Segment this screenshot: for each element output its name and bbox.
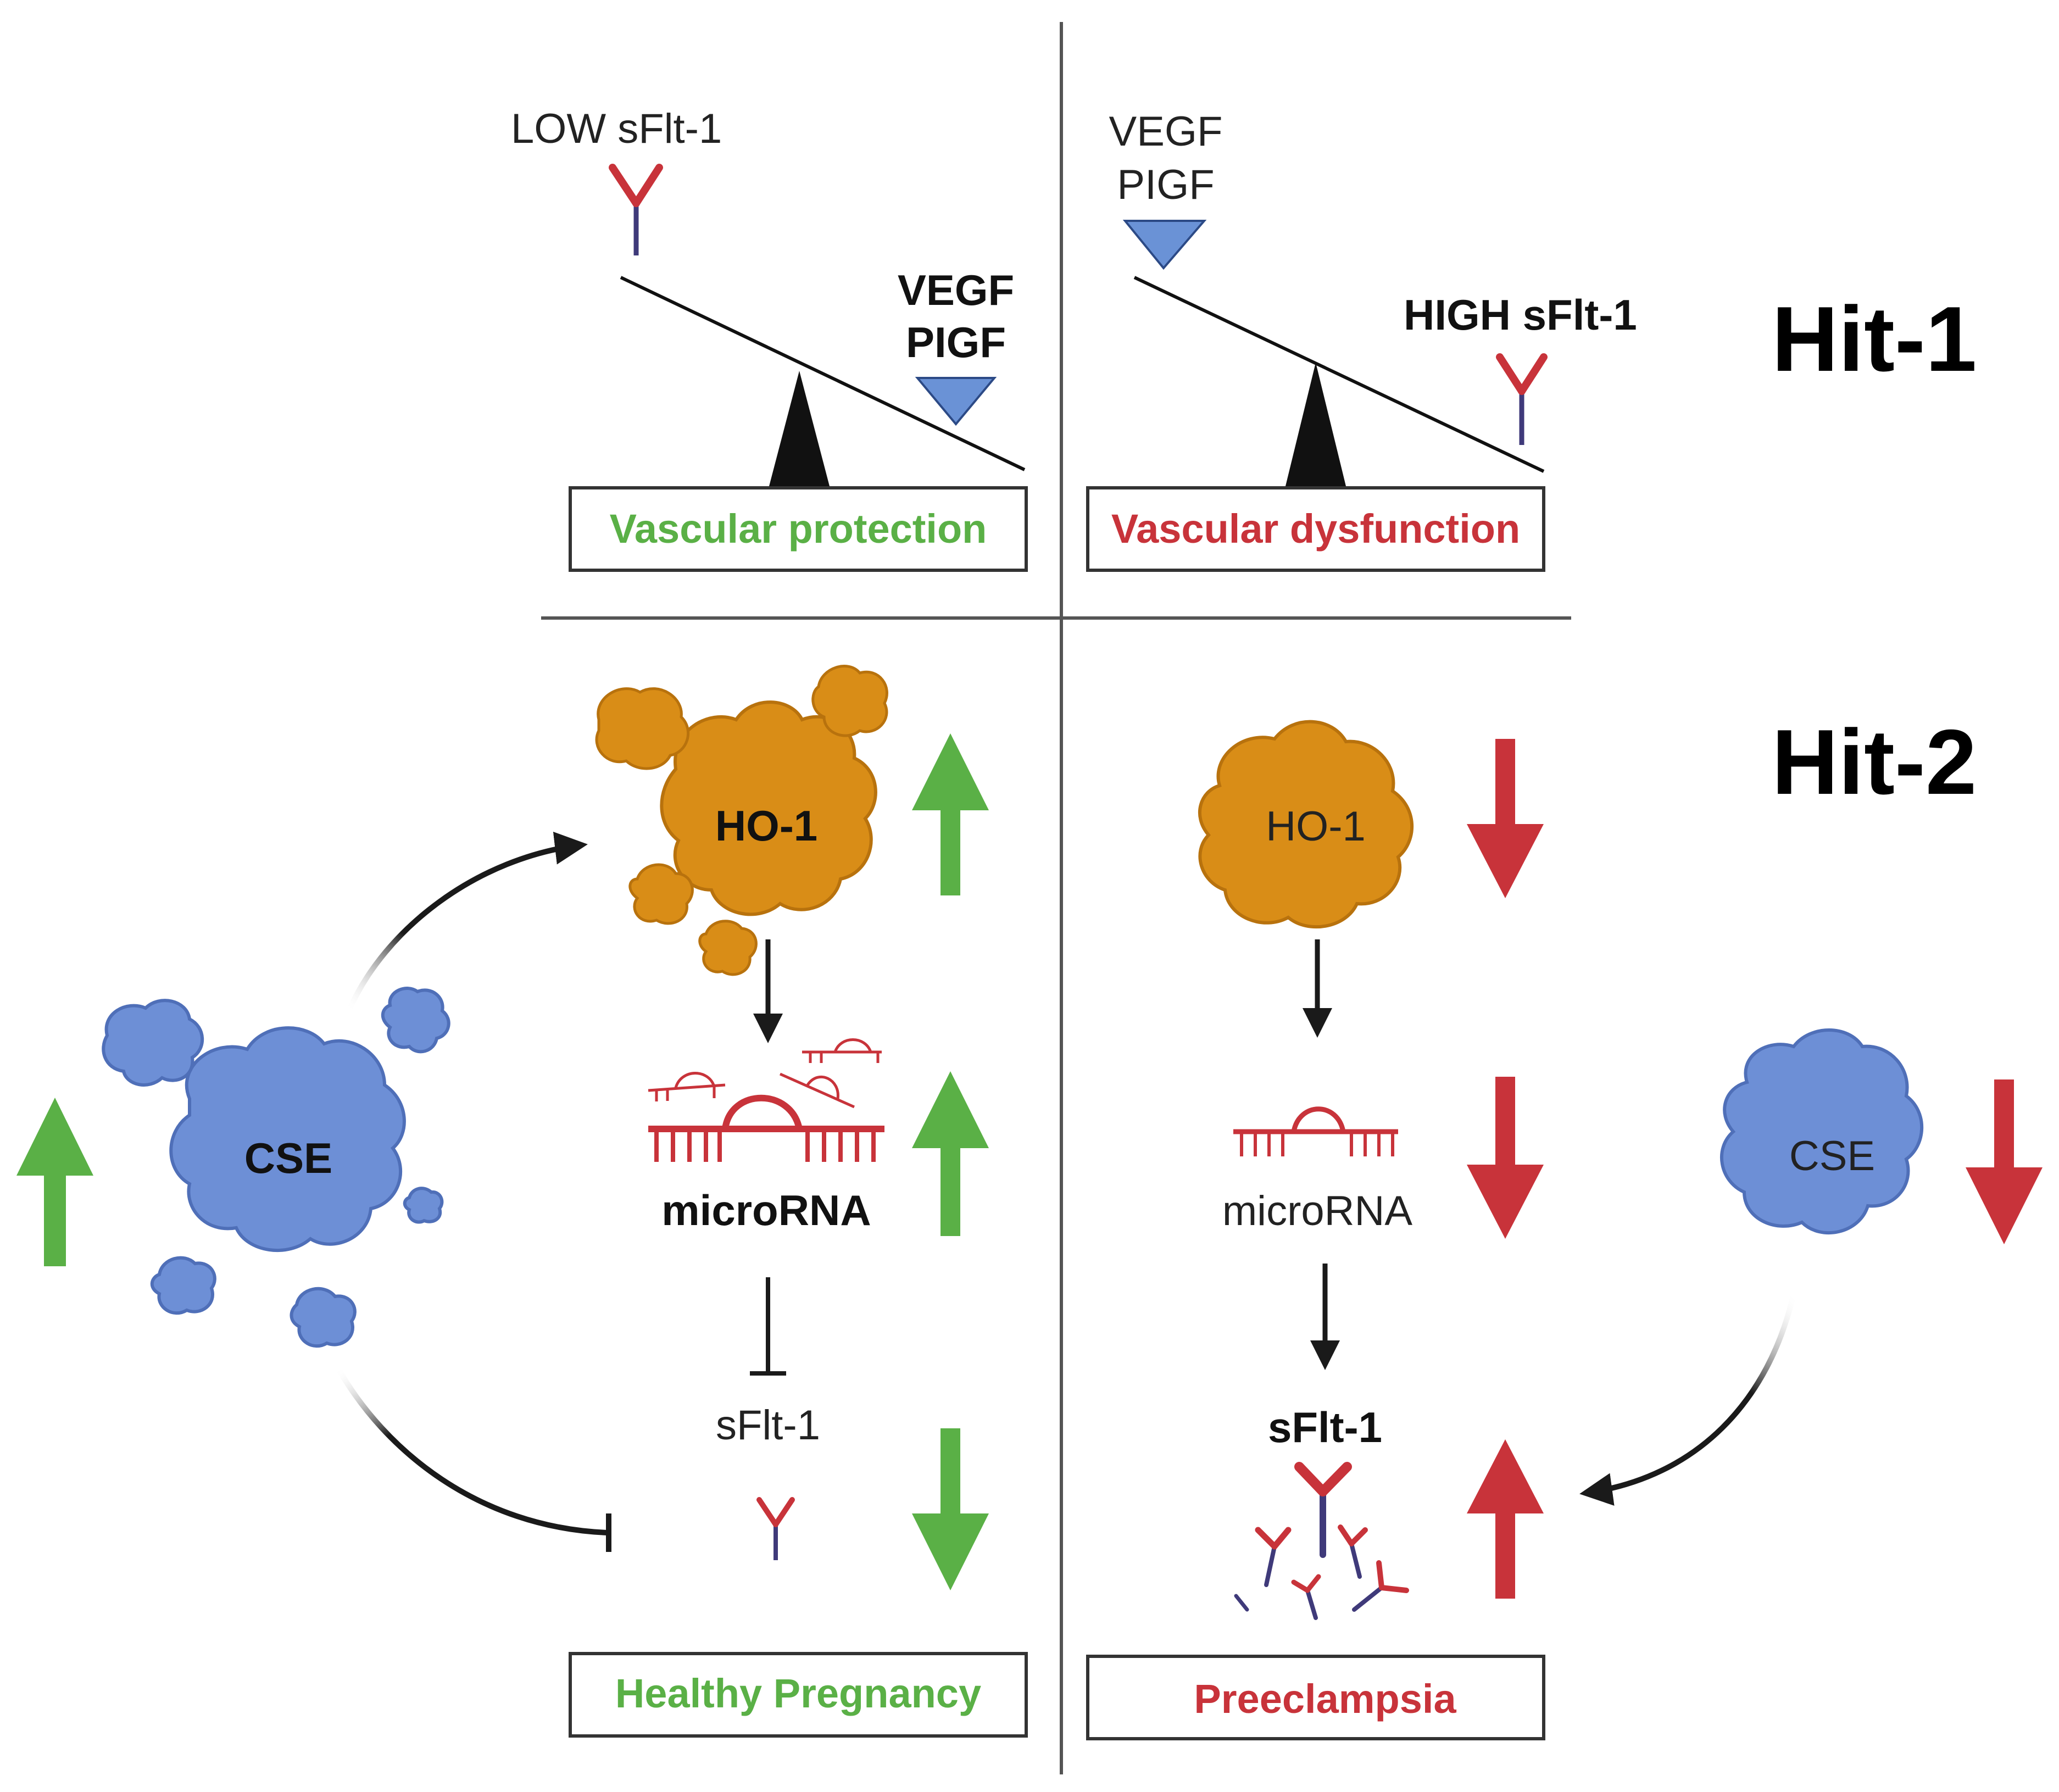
- left-outcome-box: [569, 486, 1028, 572]
- right-pigf-label: PIGF: [1117, 162, 1214, 208]
- right-balance-group: VEGF PIGF HIGH sFlt-1 Vascular dysfuncti…: [1086, 108, 1637, 572]
- left-cse-inhibits-sflt-line: [335, 1366, 608, 1535]
- left-pigf-label: PIGF: [906, 318, 1006, 366]
- left-sflt1-antibody-icon: [756, 1497, 795, 1560]
- left-seesaw-beam: [620, 276, 1026, 471]
- left-cse-up-arrow-icon: [16, 1098, 93, 1266]
- left-fulcrum: [769, 371, 830, 486]
- left-balance-group: LOW sFlt-1 VEGF PIGF Vascular protection: [511, 105, 1028, 572]
- left-ho1-up-arrow-icon: [912, 733, 989, 895]
- right-cse-label: CSE: [1789, 1133, 1875, 1179]
- hit-1-label: Hit-1: [1772, 287, 1977, 391]
- right-final-box: [1086, 1655, 1545, 1740]
- right-cse-to-sflt-arrow: [1579, 1293, 1796, 1506]
- right-sflt1-up-arrow-icon: [1467, 1439, 1544, 1599]
- right-outcome-box: [1086, 486, 1545, 572]
- left-ho1-label: HO-1: [715, 802, 817, 850]
- right-outcome-label: Vascular dysfunction: [1111, 506, 1520, 552]
- right-microrna-label: microRNA: [1222, 1188, 1413, 1234]
- left-sflt-antibody-icon: [609, 164, 663, 255]
- right-high-sflt-label: HIGH sFlt-1: [1404, 291, 1637, 339]
- left-microrna-up-arrow-icon: [912, 1071, 989, 1236]
- left-vegf-label: VEGF: [898, 266, 1014, 314]
- left-final-box: [569, 1652, 1028, 1738]
- left-microrna-label: microRNA: [661, 1186, 871, 1234]
- left-vegf-triangle-icon: [915, 377, 997, 426]
- left-sflt1-label: sFlt-1: [716, 1402, 820, 1449]
- left-ho1-protein-icon: [595, 665, 888, 976]
- left-final-label: Healthy Pregnancy: [615, 1671, 981, 1716]
- right-vegf-label: VEGF: [1109, 108, 1223, 155]
- right-cse-down-arrow-icon: [1966, 1079, 2043, 1244]
- right-ho1-protein-icon: [1198, 720, 1414, 929]
- right-seesaw-beam: [1133, 276, 1545, 473]
- right-cse-protein-icon: [1720, 1028, 1924, 1235]
- right-fulcrum: [1286, 363, 1346, 486]
- right-vegf-triangle-icon: [1122, 220, 1207, 270]
- right-sflt1-antibodies-icon: [1234, 1462, 1409, 1620]
- left-microrna-icon: [648, 1038, 884, 1162]
- right-microrna-icon: [1233, 1106, 1398, 1156]
- right-sflt-antibody-icon: [1496, 353, 1548, 445]
- left-sflt1-down-arrow-icon: [912, 1428, 989, 1590]
- right-sflt1-label: sFlt-1: [1268, 1403, 1382, 1451]
- left-cse-label: CSE: [244, 1134, 332, 1182]
- right-ho1-label: HO-1: [1266, 803, 1366, 850]
- right-microrna-down-arrow-icon: [1467, 1077, 1544, 1239]
- right-ho1-down-arrow-icon: [1467, 739, 1544, 898]
- left-cse-protein-icon: [102, 987, 450, 1348]
- right-final-label: Preeclampsia: [1194, 1676, 1456, 1722]
- hit-2-label: Hit-2: [1772, 710, 1977, 814]
- left-low-sflt-label: LOW sFlt-1: [511, 105, 722, 152]
- left-cse-to-ho1-arrow: [346, 831, 588, 1012]
- left-outcome-label: Vascular protection: [610, 506, 987, 552]
- left-microrna-inhibits-sflt-icon: [750, 1277, 786, 1376]
